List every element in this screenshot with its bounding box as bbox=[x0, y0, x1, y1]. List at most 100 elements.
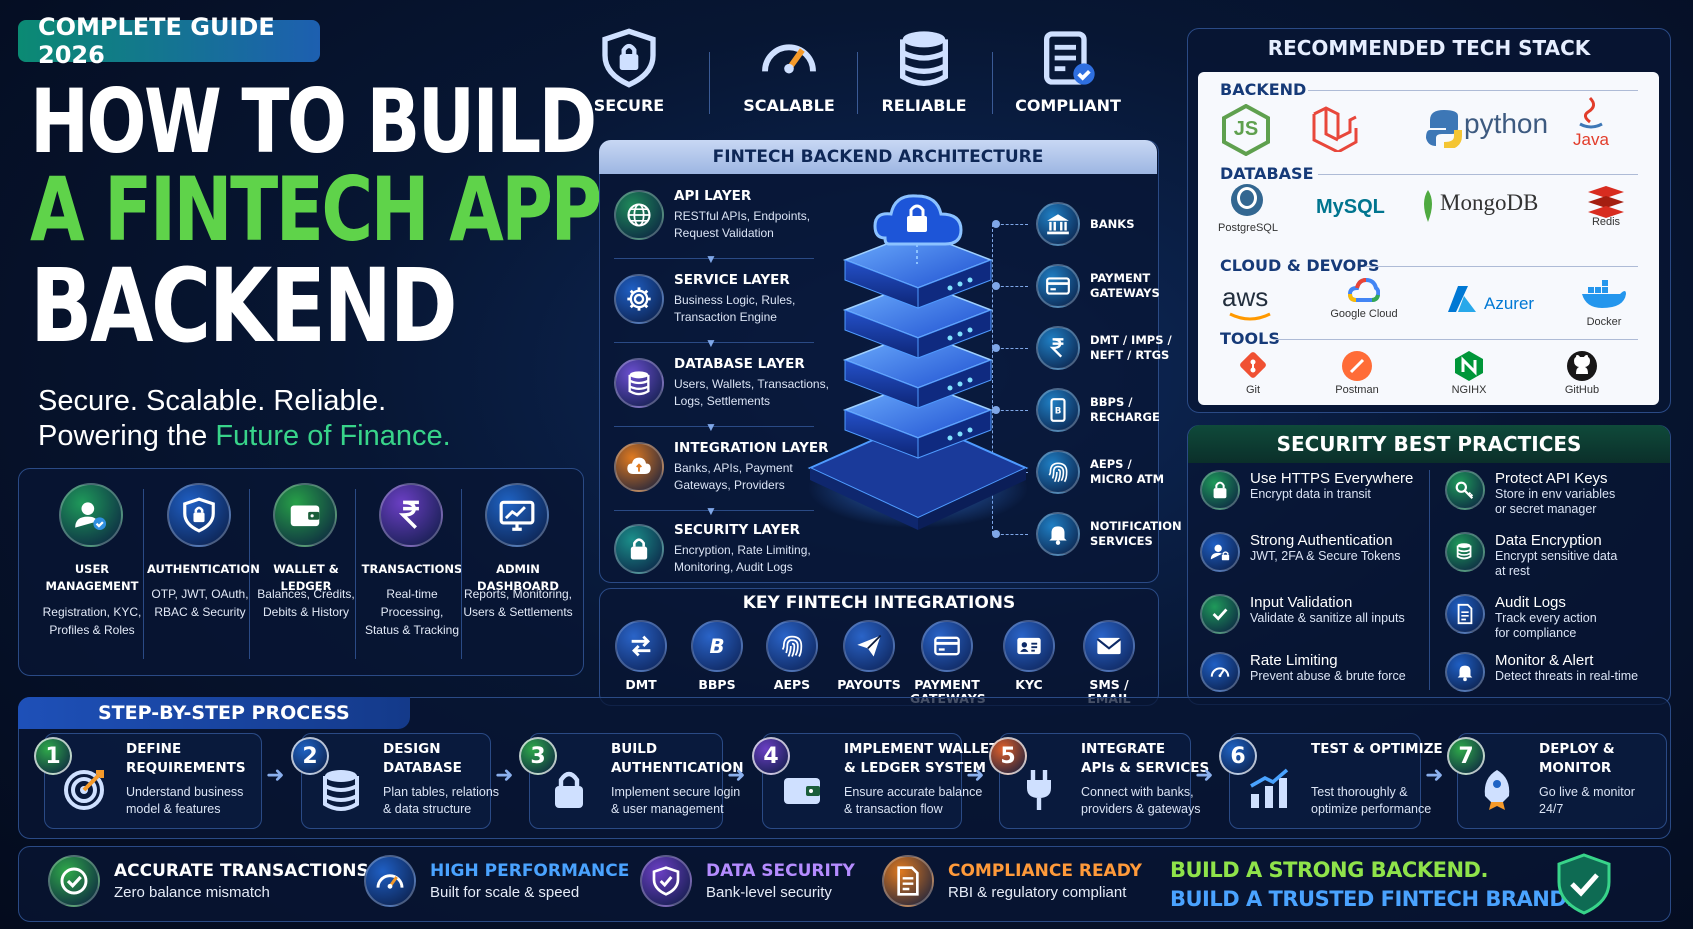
layer-desc-0: RESTful APIs, Endpoints,Request Validati… bbox=[674, 209, 811, 240]
shield-lock-icon bbox=[569, 26, 689, 90]
rupee-icon bbox=[1036, 326, 1080, 370]
nginx-logo-text: NGIHX bbox=[1451, 384, 1487, 396]
module-icon-4 bbox=[485, 483, 549, 547]
user-lock-icon bbox=[1200, 532, 1240, 572]
arch-node-2: DMT / IMPS /NEFT / RTGS bbox=[1036, 326, 1172, 370]
tagline-1: Secure. Scalable. Reliable. bbox=[38, 385, 387, 417]
step-title-6: TEST & OPTIMIZE bbox=[1311, 741, 1443, 757]
step-title-7: DEPLOY &MONITOR bbox=[1539, 741, 1615, 776]
layer-desc-1: Business Logic, Rules,Transaction Engine bbox=[674, 293, 796, 324]
speedometer-icon bbox=[364, 855, 416, 907]
mail-icon bbox=[1083, 620, 1135, 672]
mysql-logo-text: MySQL bbox=[1316, 196, 1385, 218]
plug-icon bbox=[1015, 766, 1063, 819]
github-logo-text: GitHub bbox=[1564, 384, 1600, 396]
integration-6: SMS / EMAIL bbox=[1072, 620, 1146, 706]
server-stack-illustration bbox=[807, 194, 1029, 530]
step-desc-3: Implement secure login& user management bbox=[611, 785, 741, 816]
module-title-4: ADMIN DASHBOARD bbox=[477, 562, 559, 593]
layer-icon-4 bbox=[614, 524, 664, 574]
lock-icon bbox=[630, 538, 648, 560]
nginx-logo-icon bbox=[1455, 351, 1483, 381]
step-desc-2: Plan tables, relations& data structure bbox=[383, 785, 500, 816]
module-title-3: TRANSACTIONS bbox=[361, 562, 463, 576]
bar-chart-icon bbox=[1245, 766, 1293, 819]
java-logo-text: Java bbox=[1573, 130, 1609, 149]
user-check-icon bbox=[75, 502, 107, 531]
module-desc-0: Registration, KYC,Profiles & Roles bbox=[42, 605, 142, 637]
integration-0: DMT bbox=[604, 620, 678, 692]
pillar-secure: SECURE bbox=[569, 26, 689, 115]
module-desc-3: Real-time Processing,Status & Tracking bbox=[364, 587, 460, 637]
send-icon bbox=[843, 620, 895, 672]
stack-heading-tools: TOOLS bbox=[1220, 329, 1280, 348]
arch-node-4: AEPS /MICRO ATM bbox=[1036, 450, 1164, 494]
mongodb-logo-text: MongoDB bbox=[1440, 190, 1539, 215]
layer-name-1: SERVICE LAYER bbox=[674, 272, 790, 288]
git-logo-text: Git bbox=[1245, 384, 1261, 396]
integration-2: AEPS bbox=[755, 620, 829, 692]
tech-stack-title: RECOMMENDED TECH STACK bbox=[1267, 36, 1591, 60]
lock-icon bbox=[1200, 470, 1240, 510]
azure-logo-icon bbox=[1448, 286, 1476, 312]
arch-node-0: BANKS bbox=[1036, 202, 1134, 246]
svg-text:B: B bbox=[1055, 406, 1062, 416]
module-desc-1: OTP, JWT, OAuth,RBAC & Security bbox=[151, 587, 249, 619]
database-lock-icon bbox=[1445, 532, 1485, 572]
guide-badge: COMPLETE GUIDE 2026 bbox=[18, 13, 320, 69]
lock-icon bbox=[545, 766, 593, 819]
layer-desc-2: Users, Wallets, Transactions,Logs, Settl… bbox=[674, 377, 829, 408]
database-icon bbox=[317, 766, 365, 819]
database-icon bbox=[628, 371, 650, 396]
speedometer-icon bbox=[729, 26, 849, 90]
document-icon bbox=[882, 855, 934, 907]
tagline-2: Powering the Future of Finance. bbox=[38, 420, 451, 452]
laravel-logo-icon bbox=[1312, 106, 1358, 152]
step-arrow-icon: ➜ bbox=[1425, 762, 1444, 787]
security-title: SECURITY BEST PRACTICES bbox=[1188, 425, 1670, 463]
step-number-2: 2 bbox=[291, 737, 329, 775]
git-logo-icon bbox=[1240, 352, 1266, 378]
nodejs-logo-text: JS bbox=[1233, 118, 1259, 140]
module-title-1: AUTHENTICATION bbox=[147, 562, 260, 576]
step-number-3: 3 bbox=[519, 737, 557, 775]
step-desc-6: Test thoroughly &optimize performance bbox=[1311, 785, 1432, 816]
stack-heading-backend: BACKEND bbox=[1220, 80, 1307, 99]
architecture-title: FINTECH BACKEND ARCHITECTURE bbox=[599, 140, 1157, 174]
java-logo-icon bbox=[1579, 96, 1603, 129]
step-title-4: IMPLEMENT WALLET& LEDGER SYSTEM bbox=[844, 741, 999, 776]
title-line-3: BACKEND bbox=[30, 246, 458, 366]
slogan-line-1: BUILD A STRONG BACKEND. bbox=[1170, 858, 1488, 882]
python-logo-icon bbox=[1426, 110, 1462, 148]
shield-check-icon bbox=[640, 855, 692, 907]
step-arrow-icon: ➜ bbox=[966, 762, 985, 787]
layer-name-0: API LAYER bbox=[674, 188, 752, 204]
wallet-icon bbox=[778, 766, 826, 819]
stack-heading-cloud: CLOUD & DEVOPS bbox=[1220, 256, 1380, 275]
phone-icon: B bbox=[1036, 388, 1080, 432]
shield-lock-icon bbox=[183, 497, 215, 533]
document-icon bbox=[1445, 594, 1485, 634]
layer-name-2: DATABASE LAYER bbox=[674, 356, 805, 372]
layer-icon-2 bbox=[614, 358, 664, 408]
layer-name-4: SECURITY LAYER bbox=[674, 522, 801, 538]
integration-3: PAYOUTS bbox=[832, 620, 906, 692]
bell-icon bbox=[1036, 512, 1080, 556]
step-number-1: 1 bbox=[34, 737, 72, 775]
postgresql-logo-text: PostgreSQL bbox=[1218, 222, 1278, 234]
google-cloud-logo-text: Google Cloud bbox=[1330, 308, 1398, 320]
